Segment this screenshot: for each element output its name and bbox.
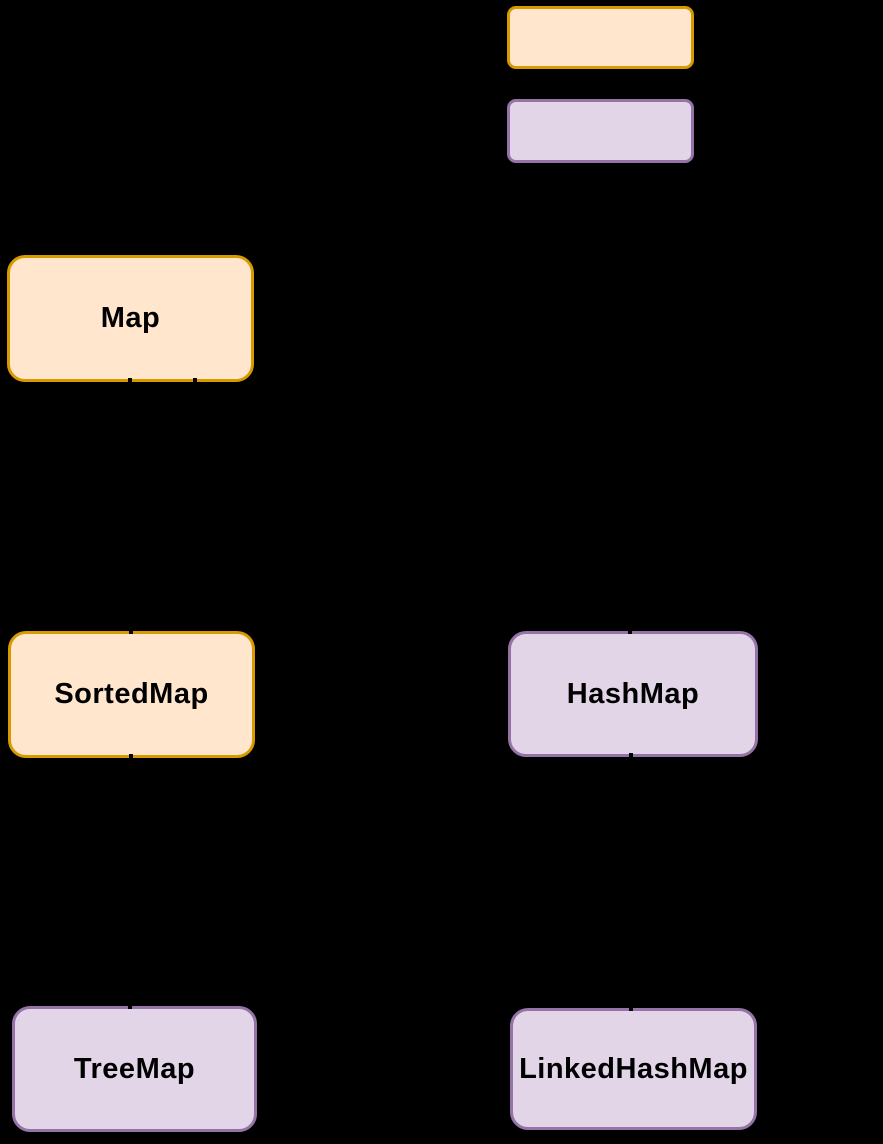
node-tree-map: TreeMap (12, 1006, 257, 1132)
connector-stub (128, 378, 132, 382)
connector-stub (129, 630, 133, 634)
node-linked-hash-map-label: LinkedHashMap (519, 1052, 748, 1085)
node-map: Map (7, 255, 254, 382)
node-sorted-map: SortedMap (8, 631, 255, 758)
legend-interface-swatch (507, 6, 694, 69)
node-hash-map: HashMap (508, 631, 758, 757)
node-linked-hash-map: LinkedHashMap (510, 1008, 757, 1130)
connector-stub (629, 1007, 633, 1011)
legend-class-swatch (507, 99, 694, 163)
node-sorted-map-label: SortedMap (54, 678, 209, 710)
node-hash-map-label: HashMap (566, 677, 700, 710)
connector-stub (128, 1005, 132, 1009)
node-map-label: Map (100, 302, 161, 334)
connector-stub (629, 753, 633, 757)
node-tree-map-label: TreeMap (73, 1052, 196, 1085)
connector-stub (193, 378, 197, 382)
connector-stub (628, 630, 632, 634)
connector-stub (129, 754, 133, 758)
